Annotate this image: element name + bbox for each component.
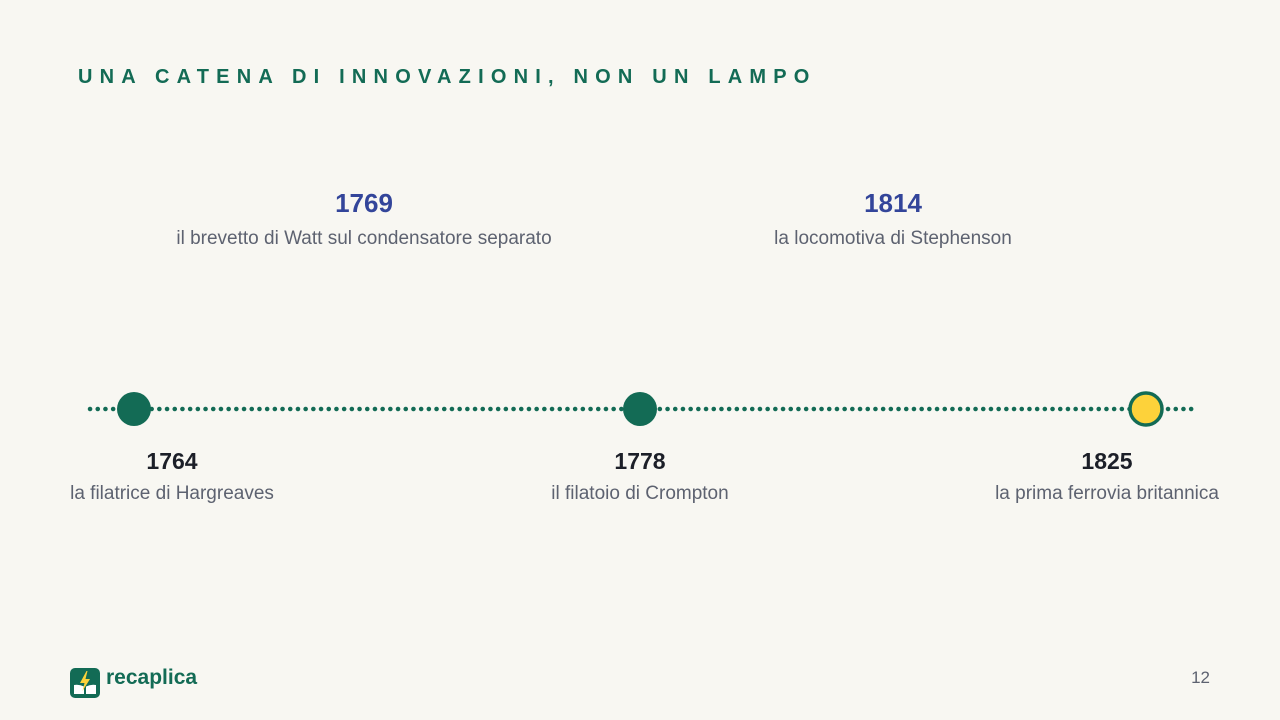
event-caption: la locomotiva di Stephenson xyxy=(774,228,1012,249)
event-1769: 1769 il brevetto di Watt sul condensator… xyxy=(104,186,624,251)
event-caption: il brevetto di Watt sul condensatore sep… xyxy=(176,228,552,249)
timeline-marker-1778 xyxy=(623,392,657,426)
event-year: 1778 xyxy=(614,448,666,474)
event-caption: la filatrice di Hargreaves xyxy=(70,483,274,504)
event-1764: 1764 la filatrice di Hargreaves xyxy=(0,446,352,506)
event-year: 1825 xyxy=(1081,448,1133,474)
event-caption: la prima ferrovia britannica xyxy=(995,483,1219,504)
page-number: 12 xyxy=(1191,668,1210,687)
timeline-marker-1825 xyxy=(1128,391,1164,427)
event-1778: 1778 il filatoio di Crompton xyxy=(460,446,820,506)
timeline-marker-1764 xyxy=(117,392,151,426)
timeline xyxy=(87,391,1195,427)
event-1814: 1814 la locomotiva di Stephenson xyxy=(633,186,1153,251)
lightning-book-icon xyxy=(70,668,100,698)
slide-title: UNA CATENA DI INNOVAZIONI, NON UN LAMPO xyxy=(78,66,817,88)
event-1825: 1825 la prima ferrovia britannica xyxy=(927,446,1280,506)
event-year: 1814 xyxy=(864,188,922,218)
brand-name: recaplica xyxy=(106,666,198,689)
brand-logo: recaplica xyxy=(70,666,197,700)
event-year: 1769 xyxy=(335,188,393,218)
event-year: 1764 xyxy=(146,448,198,474)
event-caption: il filatoio di Crompton xyxy=(551,483,729,504)
